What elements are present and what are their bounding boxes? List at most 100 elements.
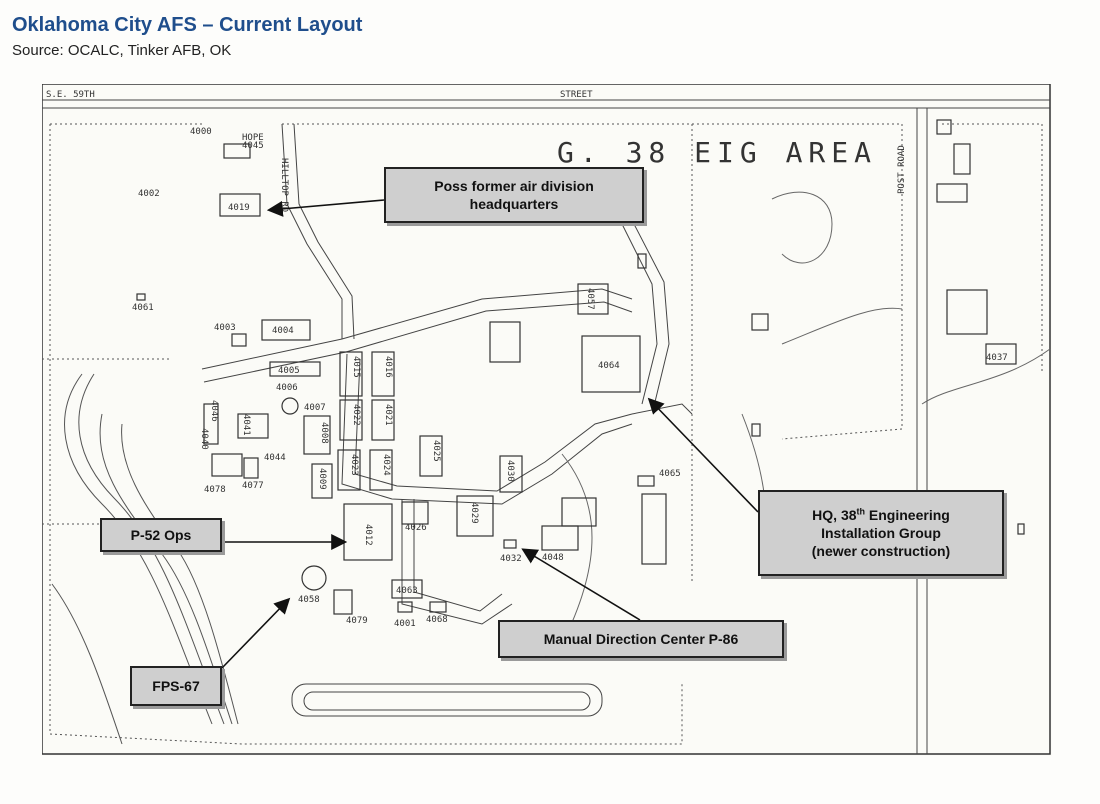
building-label-4078: 4078 xyxy=(204,485,226,495)
building-label-4048: 4048 xyxy=(542,553,564,563)
perimeter-fence xyxy=(42,123,1043,745)
map-labels: S.E. 59TH STREET HILLTOP RD POST ROAD G.… xyxy=(46,90,1008,629)
building-4021 xyxy=(371,399,395,441)
building-label-4022: 4022 xyxy=(351,404,361,426)
building-label-4057: 4057 xyxy=(585,288,595,310)
building-label-4044: 4044 xyxy=(264,453,286,463)
building-4019 xyxy=(219,193,261,217)
building-label-4032: 4032 xyxy=(500,554,522,564)
street-label-hilltop: HILLTOP RD xyxy=(279,158,289,212)
building-label-4019: 4019 xyxy=(228,203,250,213)
building-label-4001: 4001 xyxy=(394,619,416,629)
building-label-4009: 4009 xyxy=(317,468,327,490)
building-4005 xyxy=(269,361,321,377)
building-4016 xyxy=(371,351,395,397)
page-title: Oklahoma City AFS – Current Layout xyxy=(12,14,363,36)
building-label-4026: 4026 xyxy=(405,523,427,533)
building-label-4029: 4029 xyxy=(469,502,479,524)
hq38-suffix: Engineering xyxy=(865,507,950,523)
hq38-prefix: HQ, 38 xyxy=(812,507,857,523)
building-4012 xyxy=(343,503,393,561)
building-label-4007: 4007 xyxy=(304,403,326,413)
building-east xyxy=(946,289,988,335)
building-label-4004: 4004 xyxy=(272,326,294,336)
building-4078 xyxy=(211,453,243,477)
building-label-4000: 4000 xyxy=(190,127,212,137)
building-4015 xyxy=(339,351,363,397)
building-label-4077: 4077 xyxy=(242,481,264,491)
building-4004 xyxy=(261,319,311,341)
building-label-4065: 4065 xyxy=(659,469,681,479)
building-4079 xyxy=(333,589,353,615)
building-4064 xyxy=(581,335,641,393)
callout-hq38-line3: (newer construction) xyxy=(811,543,951,559)
street-label-street: STREET xyxy=(560,90,593,100)
hope-label: HOPE xyxy=(242,133,264,143)
callout-hq38-line1: HQ, 38th Engineering xyxy=(812,506,950,524)
building-4026 xyxy=(401,501,429,525)
building-4006 xyxy=(281,397,299,415)
building-4022 xyxy=(339,399,363,441)
building-label-4005: 4005 xyxy=(278,366,300,376)
building-label-4079: 4079 xyxy=(346,616,368,626)
building-label-4068: 4068 xyxy=(426,615,448,625)
building-4063 xyxy=(391,579,423,599)
building-label-4006: 4006 xyxy=(276,383,298,393)
building-label-4058: 4058 xyxy=(298,595,320,605)
building-4001 xyxy=(397,601,413,613)
area-label: G. 38 EIG AREA xyxy=(557,136,877,169)
building-label-4025: 4025 xyxy=(431,440,441,462)
building-4029 xyxy=(456,495,494,537)
building-4041 xyxy=(237,413,269,439)
se-59th-street xyxy=(42,99,1050,109)
building-4057 xyxy=(577,283,609,315)
building-4077 xyxy=(243,457,259,479)
building-4048 xyxy=(541,525,579,551)
building-4037 xyxy=(985,343,1017,365)
building-4065 xyxy=(637,475,655,487)
building-4008 xyxy=(303,415,331,455)
east-paths xyxy=(561,191,1051,645)
building-label-4015: 4015 xyxy=(351,356,361,378)
callout-hq38-line2: Installation Group xyxy=(821,525,941,541)
building-4032 xyxy=(503,539,517,549)
page-source: Source: OCALC, Tinker AFB, OK xyxy=(12,42,232,59)
callout-p52-ops: P-52 Ops xyxy=(100,518,222,552)
callout-manual-direction: Manual Direction Center P-86 xyxy=(498,620,784,658)
building-4024 xyxy=(369,449,393,491)
building-label-4045: 4045 xyxy=(242,141,264,151)
building-label-4021: 4021 xyxy=(383,404,393,426)
building-label-4046: 4046 xyxy=(209,400,219,422)
callout-fps67: FPS-67 xyxy=(130,666,222,706)
building-label-4037: 4037 xyxy=(986,353,1008,363)
building-4025 xyxy=(419,435,443,477)
building-label-4008: 4008 xyxy=(319,422,329,444)
building-label-4023: 4023 xyxy=(349,454,359,476)
building-4030 xyxy=(499,455,523,493)
building-label-4003: 4003 xyxy=(214,323,236,333)
post-road xyxy=(916,108,928,754)
building-label-4040: 4040 xyxy=(199,428,209,450)
building-label-4041: 4041 xyxy=(241,414,251,436)
hq38-sup: th xyxy=(856,506,866,517)
building-4068 xyxy=(429,601,447,613)
site-map-drawing: S.E. 59TH STREET HILLTOP RD POST ROAD G.… xyxy=(42,84,1051,755)
callout-hq38: HQ, 38th Engineering Installation Group … xyxy=(758,490,1004,576)
street-label-se59th: S.E. 59TH xyxy=(46,90,95,100)
building-4003 xyxy=(231,333,247,347)
callout-air-division-hq: Poss former air division headquarters xyxy=(384,167,644,223)
building-label-4063: 4063 xyxy=(396,586,418,596)
map-border xyxy=(42,84,1051,755)
street-label-post-road: POST ROAD xyxy=(897,145,907,194)
building-label-4016: 4016 xyxy=(383,356,393,378)
building-label-4064: 4064 xyxy=(598,361,620,371)
building-4046 xyxy=(203,403,219,445)
building-label-4024: 4024 xyxy=(381,454,391,476)
building-4023 xyxy=(337,449,361,491)
building-4009 xyxy=(311,463,333,499)
building-4058 xyxy=(301,565,327,591)
building-4061 xyxy=(136,293,146,301)
building-label-4002: 4002 xyxy=(138,189,160,199)
building-label-4061: 4061 xyxy=(132,303,154,313)
building-label-4030: 4030 xyxy=(505,460,515,482)
